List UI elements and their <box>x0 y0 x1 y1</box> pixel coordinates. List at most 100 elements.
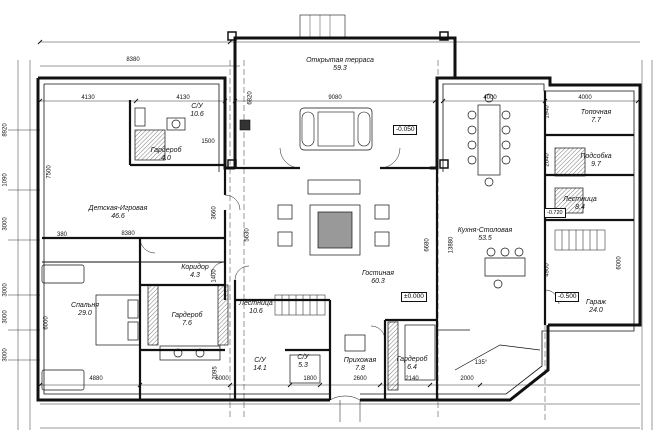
dim-v-8: 6000 <box>43 316 50 330</box>
dim-inner-3: 1500 <box>201 139 215 145</box>
room-area: 59.3 <box>333 65 347 72</box>
dim-bottom-3: 1800 <box>303 376 317 382</box>
room-name: Коридор <box>181 264 209 271</box>
dim-v-5: 6680 <box>424 238 431 252</box>
room-name: Гардероб <box>171 312 203 319</box>
dim-v-3: 3660 <box>211 206 218 220</box>
bedroom-furniture <box>41 107 436 391</box>
dim-left-4: 3000 <box>2 283 9 297</box>
dim-v-13: 1940 <box>544 105 551 119</box>
dim-bottom-6: 2000 <box>460 376 474 382</box>
room-area: 10.6 <box>190 111 204 118</box>
room-name: Гардероб <box>396 356 428 363</box>
level-mark-terrace: -0.050 <box>393 125 418 135</box>
level-mark-garage: -0.500 <box>555 292 580 302</box>
dim-left-2: 1090 <box>2 173 9 187</box>
room-name: Кухня-Столовая <box>457 227 513 234</box>
room-name: Лестница <box>563 196 597 203</box>
room-area: 10.6 <box>249 308 263 315</box>
room-name: Гостиная <box>361 270 395 277</box>
dim-bottom-1: 4880 <box>89 376 103 382</box>
dim-top-2: 4130 <box>81 95 95 101</box>
room-area: 4.0 <box>161 155 171 162</box>
dim-inner-2: 380 <box>56 232 68 238</box>
dim-left-5: 3000 <box>2 310 9 324</box>
door-swings <box>139 147 560 422</box>
room-name: Лестница <box>239 300 273 307</box>
living-furniture <box>277 179 390 256</box>
dim-inner-1: 8380 <box>121 231 135 237</box>
room-name: Прихожая <box>343 357 377 364</box>
dim-left-3: 3000 <box>2 217 9 231</box>
room-name: Открытая терраса <box>306 57 374 64</box>
dim-v-4: 5630 <box>244 228 251 242</box>
room-name: С/У <box>191 103 203 110</box>
room-name: Подсобка <box>580 153 612 160</box>
room-name: С/У <box>297 354 309 361</box>
dim-left-6: 3000 <box>2 348 9 362</box>
dim-v-6: 13880 <box>448 236 455 254</box>
room-area: 6.4 <box>407 364 417 371</box>
angle-label: 135° <box>474 360 488 366</box>
dim-top-6: 4000 <box>578 95 592 101</box>
room-name: С/У <box>254 357 266 364</box>
terrace-frame <box>227 14 449 169</box>
room-area: 7.6 <box>182 320 192 327</box>
room-area: 24.0 <box>589 307 603 314</box>
dim-top-1: 8380 <box>126 57 140 63</box>
dim-bottom-5: 2140 <box>405 376 419 382</box>
room-area: 7.7 <box>591 117 601 124</box>
dim-v-7: 1400 <box>211 269 218 283</box>
dim-bottom-4: 2600 <box>353 376 367 382</box>
dim-top-3: 4130 <box>176 95 190 101</box>
dim-left-1: 8920 <box>2 123 9 137</box>
room-area: 9.7 <box>591 161 601 168</box>
room-area: 5.3 <box>298 362 308 369</box>
level-mark-main: ±0.000 <box>401 292 427 302</box>
room-area: 53.5 <box>478 235 492 242</box>
level-mark-stair: -0.720 <box>544 208 566 218</box>
dim-v-1: 6820 <box>247 91 254 105</box>
room-area: 46.6 <box>111 213 125 220</box>
dim-v-10: 6000 <box>616 256 623 270</box>
room-name: Топочная <box>580 109 612 116</box>
dim-v-2: 7500 <box>46 165 53 179</box>
room-area: 4.3 <box>190 272 200 279</box>
dim-v-11: 2095 <box>212 366 219 380</box>
stairs <box>274 229 606 316</box>
room-name: Спальня <box>71 302 99 309</box>
room-area: 60.3 <box>371 278 385 285</box>
inner-walls <box>42 91 634 400</box>
dim-top-4: 9080 <box>328 95 342 101</box>
room-name: Гараж <box>585 299 607 306</box>
dim-v-9: 4900 <box>544 263 551 277</box>
dim-top-5: 4000 <box>483 95 497 101</box>
kitchen-furniture <box>438 93 541 371</box>
room-area: 8.4 <box>575 204 585 211</box>
room-area: 29.0 <box>78 310 92 317</box>
room-area: 14.1 <box>253 365 267 372</box>
room-area: 7.8 <box>355 365 365 372</box>
dim-bottom-2: 6000 <box>215 376 229 382</box>
room-name: Гардероб <box>150 147 182 154</box>
room-name: Детская-Игровая <box>88 205 148 212</box>
dim-v-12: 2640 <box>544 153 551 167</box>
